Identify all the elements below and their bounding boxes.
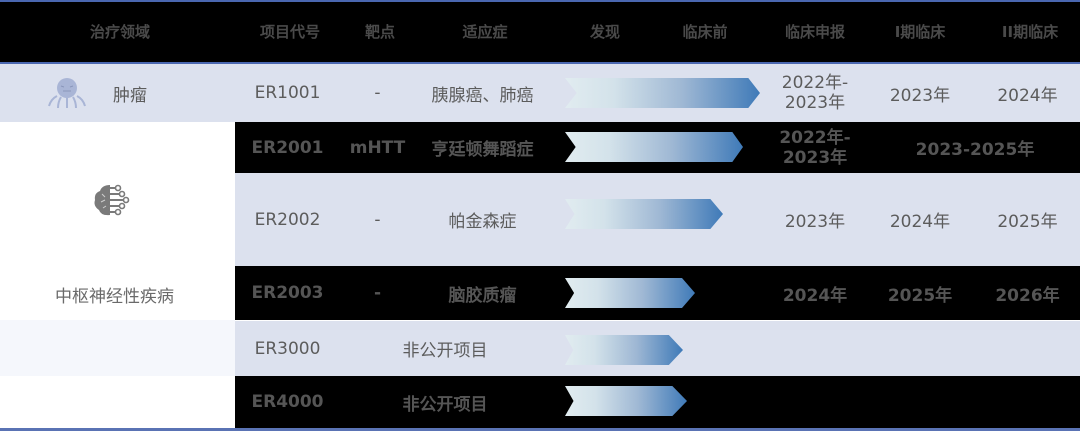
header-therapy-area: 治疗领域 [89,23,150,41]
table-row: ER2001 mHTT 亨廷顿舞蹈症 2022年-2023年 2023-2025… [235,122,1080,173]
cns-area-cell: 中枢神经性疾病 [0,122,235,320]
phase1-date: 2024年 [889,212,951,232]
indication: 亨廷顿舞蹈症 [431,140,534,160]
progress-arrow [565,199,723,229]
phase2-date: 2026年 [995,285,1060,306]
project-code: ER2002 [254,209,321,230]
brain-circuit-icon [92,180,132,220]
progress-arrow [565,278,695,308]
target-indication: 非公开项目 [402,341,488,361]
target: - [374,83,381,103]
table-row: ER4000 非公开项目 [235,376,1080,428]
empty-area-cell [0,376,235,428]
project-code: ER1001 [254,83,321,103]
target: mHTT [349,137,406,158]
table-row: ER3000 非公开项目 [235,320,1080,376]
filing-date: 2022年-2023年 [779,127,851,168]
table-row: ER2002 - 帕金森症 2023年 2024年 2025年 [235,173,1080,266]
filing-date: 2023年 [784,212,846,232]
progress-arrow [565,78,760,108]
area-label-oncology: 肿瘤 [113,85,147,106]
table-row: 肿瘤 ER1001 - 胰腺癌、肺癌 2022年-2023年 2023年 202… [0,64,1080,122]
header-discovery: 发现 [589,23,620,41]
project-code: ER2003 [251,283,324,303]
target-indication: 非公开项目 [402,394,488,415]
phase1-date: 2023年 [889,85,951,106]
header-project-code: 项目代号 [259,23,320,41]
target: - [373,283,382,303]
project-code: ER4000 [251,392,324,412]
phase1-2-date: 2023-2025年 [915,140,1035,160]
filing-date: 2022年-2023年 [781,73,849,113]
progress-arrow [565,335,683,365]
project-code: ER2001 [251,137,324,158]
empty-area-cell [0,320,235,376]
indication: 帕金森症 [448,212,517,232]
filing-date: 2024年 [782,285,848,306]
area-label-cns: 中枢神经性疾病 [55,287,174,307]
header-phase1: I期临床 [894,23,946,41]
target: - [374,209,381,230]
table-bottom-border [0,428,1080,431]
table-row: ER2003 - 脑胶质瘤 2024年 2025年 2026年 [235,266,1080,320]
indication: 胰腺癌、肺癌 [431,85,534,106]
header-preclinical: 临床前 [682,23,728,41]
header-phase2: II期临床 [1001,23,1059,41]
phase1-date: 2025年 [887,285,953,306]
progress-arrow [565,132,743,162]
phase2-date: 2025年 [997,212,1058,232]
header-clinical-filing: 临床申报 [784,23,845,41]
progress-arrow [565,386,687,416]
table-header: 治疗领域 项目代号 靶点 适应症 发现 临床前 临床申报 I期临床 II期临床 [0,0,1080,64]
tumor-icon [47,76,87,110]
phase2-date: 2024年 [997,85,1058,106]
project-code: ER3000 [254,338,321,359]
indication: 脑胶质瘤 [448,285,517,306]
header-indication: 适应症 [462,23,508,41]
header-target: 靶点 [364,23,395,41]
